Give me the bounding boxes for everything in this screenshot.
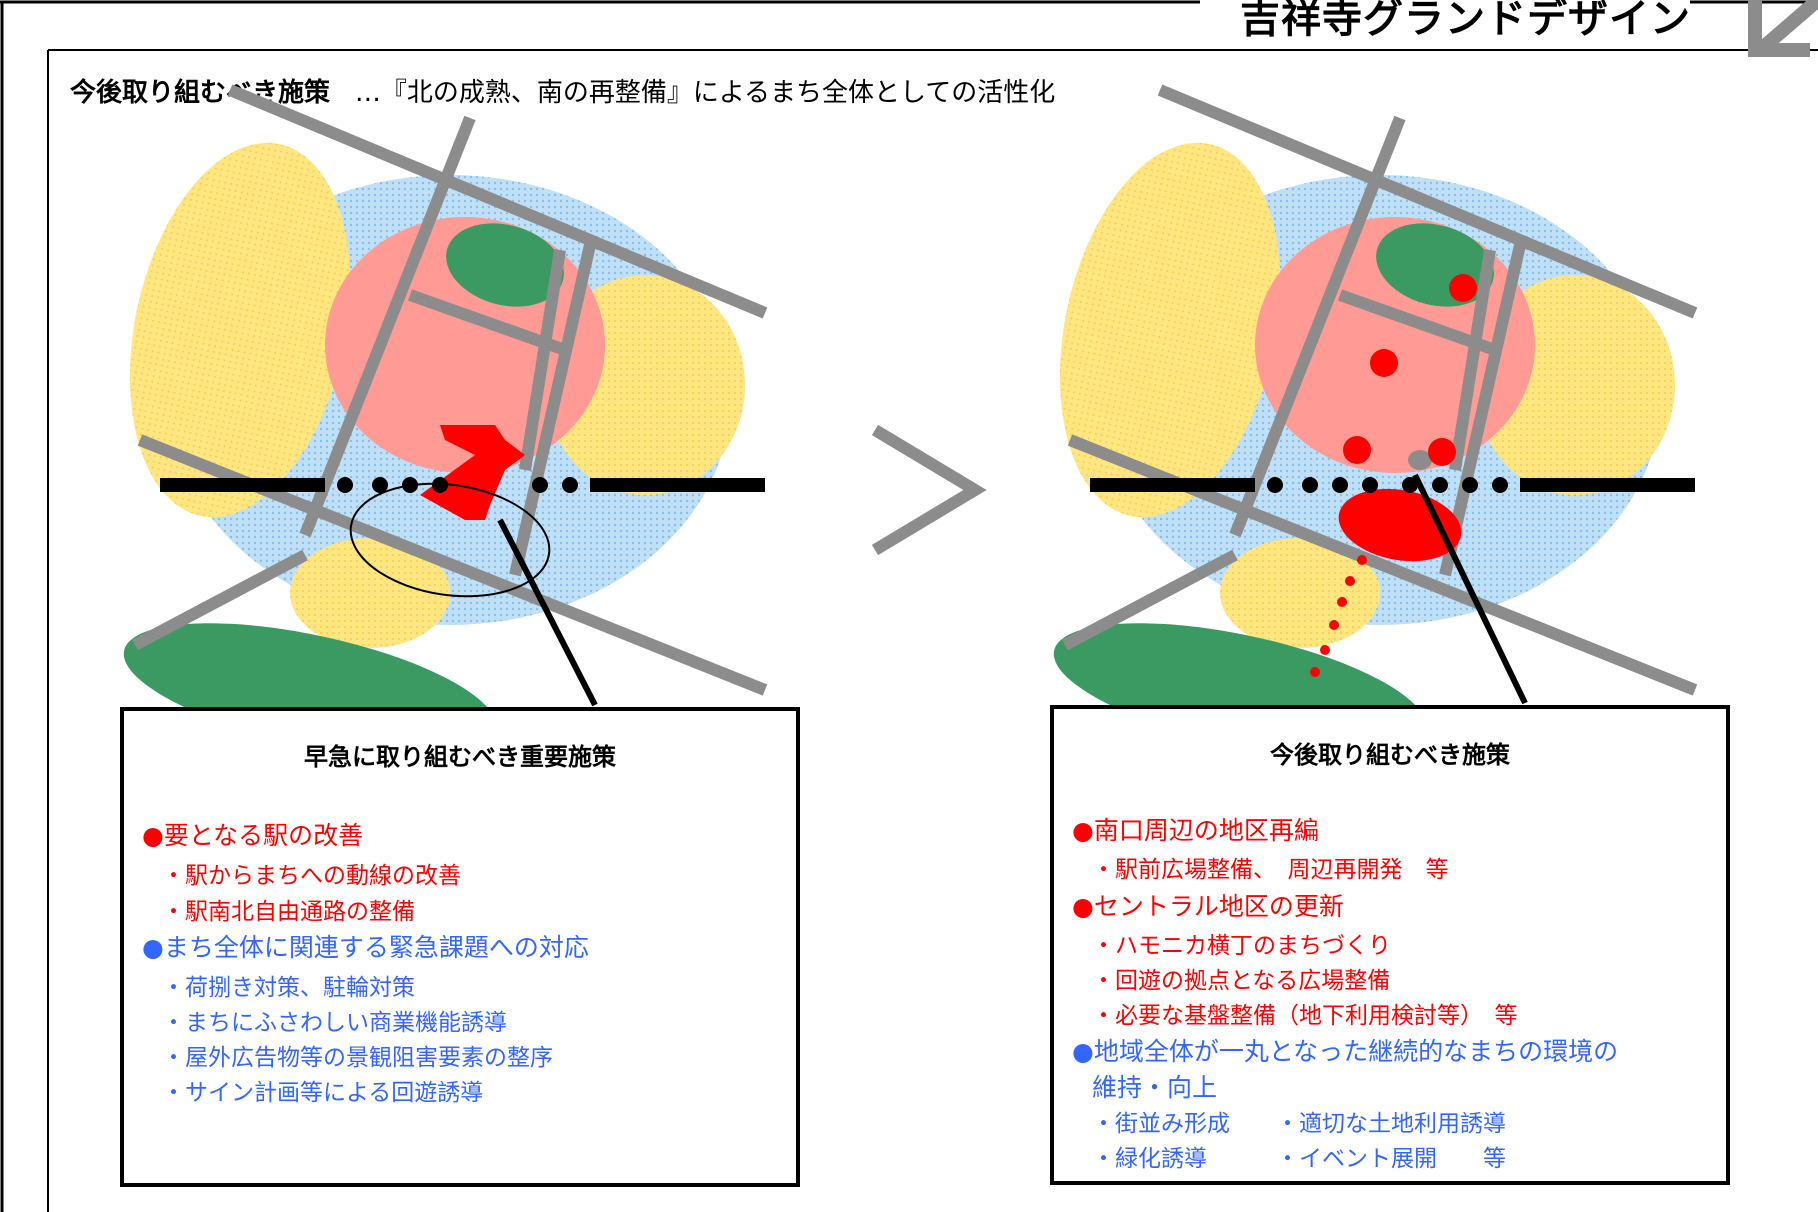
left-yellow-area-west	[129, 142, 351, 518]
left-station-arrow	[420, 425, 525, 520]
policy-item: ●要となる駅の改善	[142, 821, 364, 850]
policy-item: ・駅前広場整備、 周辺再開発 等	[1092, 857, 1449, 883]
left-map	[123, 84, 768, 757]
right-yellow-area-west	[1059, 142, 1281, 518]
policy-item: ・駅南北自由通路の整備	[162, 899, 415, 925]
policy-item: ・緑化誘導 ・イベント展開 等	[1092, 1146, 1506, 1172]
subtitle-strong: 今後取り組むべき施策	[70, 78, 331, 108]
policy-item: ●セントラル地区の更新	[1072, 892, 1344, 921]
urgent-policy-title: 早急に取り組むべき重要施策	[304, 743, 616, 771]
policy-item: ・屋外広告物等の景観阻害要素の整序	[162, 1045, 553, 1071]
policy-item: ●南口周辺の地区再編	[1072, 816, 1319, 845]
policy-item: ●地域全体が一丸となった継続的なまちの環境の	[1072, 1037, 1619, 1066]
subtitle: 今後取り組むべき施策 …『北の成熟、南の再整備』によるまち全体としての活性化	[70, 72, 1055, 109]
right-map	[1053, 84, 1698, 757]
policy-item: ・荷捌き対策、駐輪対策	[162, 975, 415, 1001]
policy-item: ・まちにふさわしい商業機能誘導	[162, 1010, 507, 1036]
future-policy-title: 今後取り組むべき施策	[1270, 741, 1510, 769]
policy-item: ・サイン計画等による回遊誘導	[162, 1080, 484, 1106]
left-yellow-area-south	[290, 538, 450, 648]
right-yellow-area-south	[1220, 538, 1380, 648]
transition-arrow	[871, 424, 987, 556]
future-policy-box: 今後取り組むべき施策 ●南口周辺の地区再編 ・駅前広場整備、 周辺再開発 等 ●…	[1050, 705, 1730, 1185]
policy-item: ・街並み形成 ・適切な土地利用誘導	[1092, 1111, 1506, 1137]
policy-item: ●まち全体に関連する緊急課題への対応	[142, 933, 589, 962]
policy-item: 維持・向上	[1092, 1073, 1218, 1102]
urgent-policy-box: 早急に取り組むべき重要施策 ●要となる駅の改善 ・駅からまちへの動線の改善 ・駅…	[120, 707, 800, 1187]
policy-item: ・回遊の拠点となる広場整備	[1092, 968, 1391, 994]
subtitle-rest: …『北の成熟、南の再整備』によるまち全体としての活性化	[354, 78, 1056, 108]
policy-item: ・ハモニカ横丁のまちづくり	[1092, 933, 1391, 959]
document-title: 吉祥寺グランドデザイン	[1240, 0, 1691, 42]
policy-item: ・駅からまちへの動線の改善	[162, 863, 461, 889]
right-hubs	[1343, 274, 1477, 466]
left-park	[446, 223, 564, 307]
policy-item: ・必要な基盤整備（地下利用検討等） 等	[1092, 1003, 1518, 1029]
